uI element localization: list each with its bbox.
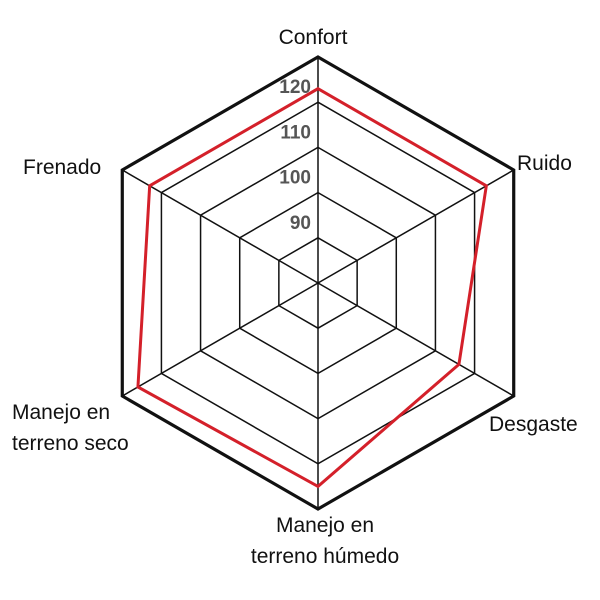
axis-label-line: Frenado: [23, 156, 101, 179]
axis-label: Confort: [279, 26, 348, 49]
spoke-line: [121, 282, 319, 397]
axis-label: Manejo en terreno seco: [12, 401, 129, 455]
spoke-line: [317, 169, 515, 284]
tick-label: 110: [280, 122, 311, 143]
grid-ring-120: [160, 101, 476, 465]
spoke-line: [121, 169, 319, 284]
series-line: [136, 86, 488, 489]
axis-label: Manejo en terreno húmedo: [251, 514, 399, 568]
axis-label-line: Manejo en: [276, 514, 374, 537]
outer-ring: [120, 55, 516, 511]
axis-label: Ruido: [517, 152, 572, 175]
axis-label: Desgaste: [489, 413, 578, 436]
axis-label: Frenado: [23, 156, 101, 179]
tick-label: 90: [290, 213, 311, 234]
axis-label-line: Desgaste: [489, 413, 578, 436]
spoke-line: [317, 282, 515, 397]
tick-label: 100: [279, 168, 311, 189]
series-layer: [136, 86, 488, 489]
grid-ring-100: [238, 191, 398, 375]
tick-labels: 90 100 110 120: [279, 77, 311, 234]
axis-label-line: Confort: [279, 26, 348, 49]
grid: [120, 55, 516, 511]
grid-ring-110: [199, 146, 437, 420]
axis-label-line: terreno seco: [12, 432, 129, 455]
axis-label-line: Manejo en: [12, 401, 110, 424]
axis-label-line: terreno húmedo: [251, 545, 399, 568]
tick-label: 120: [279, 77, 311, 98]
grid-ring-90: [278, 236, 358, 330]
axis-label-line: Ruido: [517, 152, 572, 175]
